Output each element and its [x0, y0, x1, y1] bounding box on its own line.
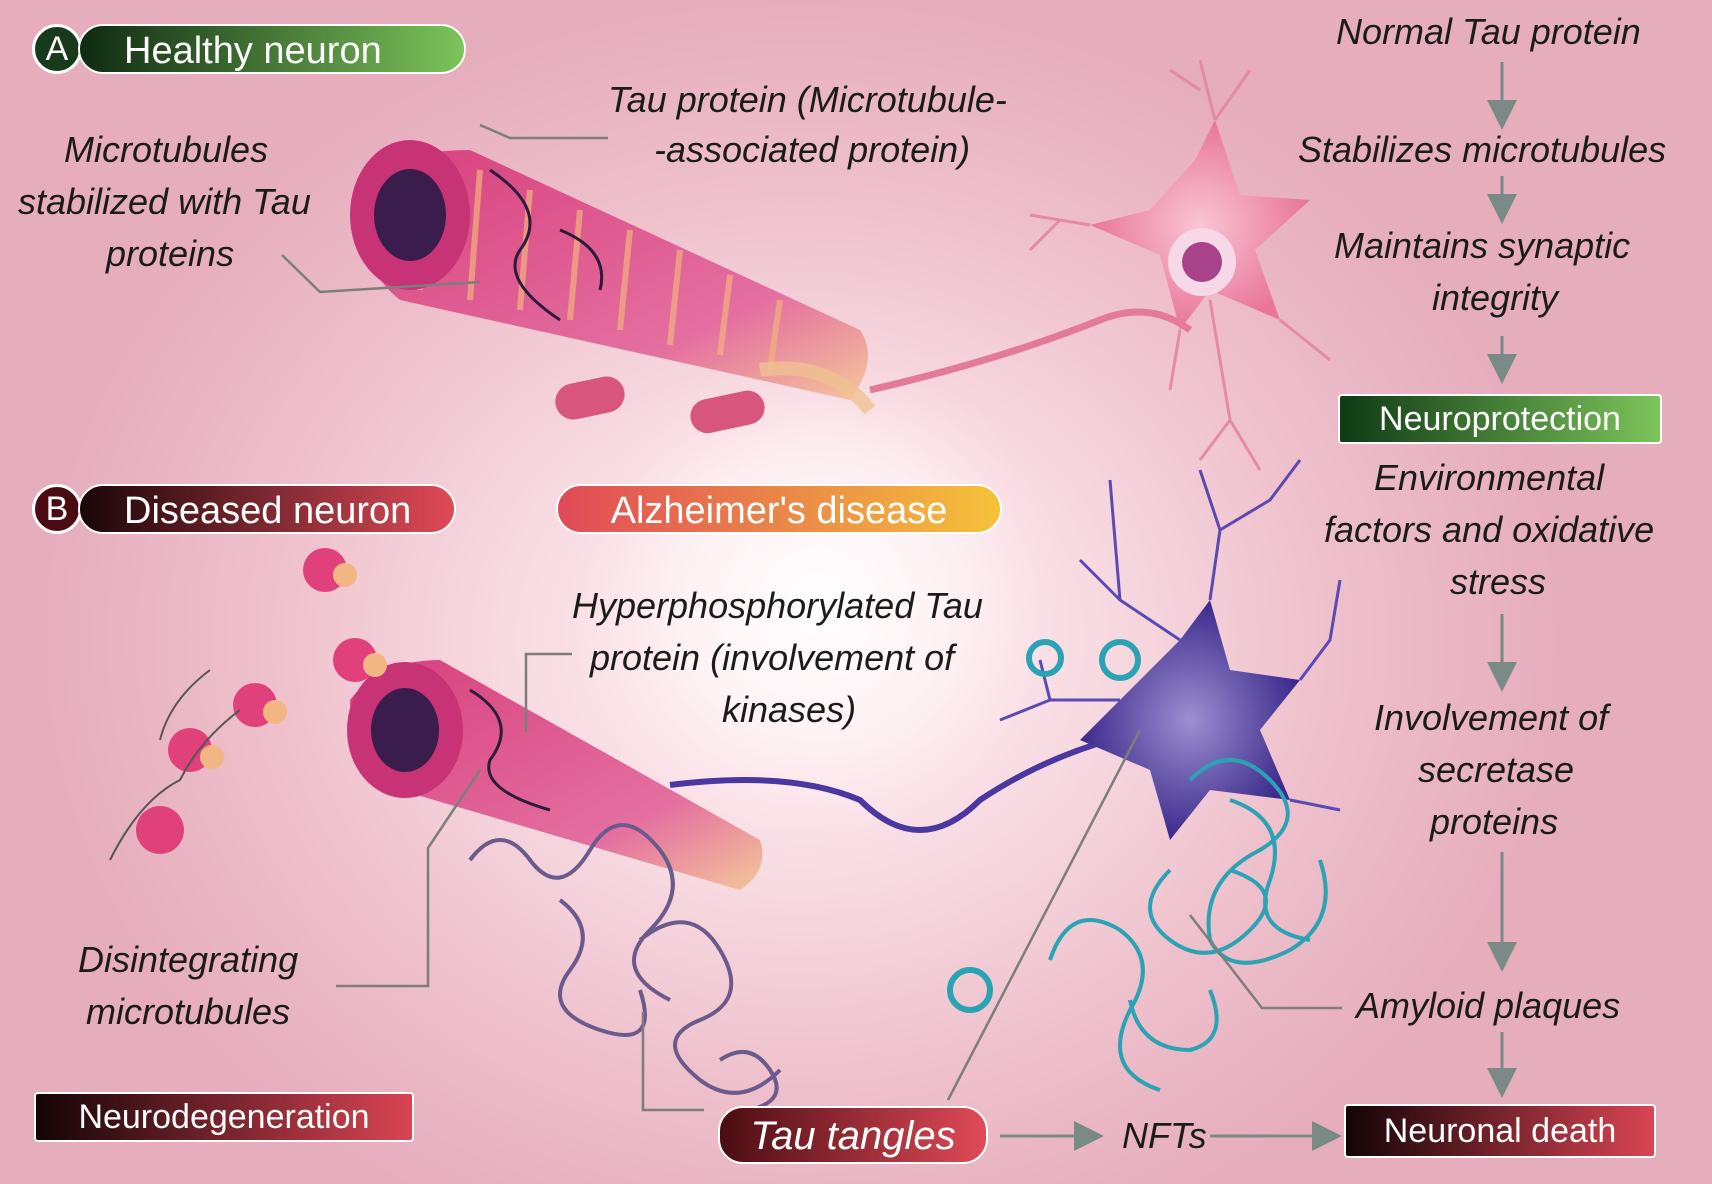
flow-amyloid: Amyloid plaques — [1356, 985, 1621, 1026]
flow-stabilizes: Stabilizes microtubules — [1298, 129, 1667, 170]
disintegrating-label-2: microtubules — [86, 991, 291, 1032]
flow-maintains-1: Maintains synaptic — [1334, 225, 1631, 266]
microtubules-label-2: stabilized with Tau — [18, 181, 311, 222]
hyperphosphorylated-label-3: kinases) — [722, 689, 857, 730]
center-glow — [570, 350, 1070, 850]
tau-tangle-ribbons — [468, 823, 782, 1112]
leader-lines — [281, 123, 1342, 1112]
neurodegeneration-box: Neurodegeneration — [34, 1092, 414, 1142]
flow-maintains-2: integrity — [1432, 277, 1559, 318]
flow-secretase-2: secretase — [1418, 749, 1575, 790]
hyperphosphorylated-label-2: protein (involvement of — [590, 637, 955, 678]
tau-tangles-pill: Tau tangles — [718, 1106, 988, 1164]
flow-secretase-1: Involvement of — [1374, 697, 1609, 738]
tau-protein-label-2: -associated protein) — [654, 129, 971, 170]
neuroprotection-box: Neuroprotection — [1338, 394, 1662, 444]
microtubules-label-1: Microtubules — [64, 129, 269, 170]
panel-b-badge: B — [32, 484, 82, 534]
amyloid-plaques — [947, 639, 1328, 1092]
neuronal-death-box: Neuronal death — [1344, 1104, 1656, 1158]
flow-secretase-3: proteins — [1430, 801, 1559, 842]
disintegrating-label-1: Disintegrating — [78, 939, 299, 980]
flow-env-2: factors and oxidative — [1324, 509, 1655, 550]
hyperphosphorylated-label-1: Hyperphosphorylated Tau — [572, 585, 983, 626]
alzheimers-title: Alzheimer's disease — [556, 484, 1002, 534]
panel-a-title: Healthy neuron — [78, 24, 466, 74]
microtubules-label-3: proteins — [106, 233, 235, 274]
tau-protein-label-1: Tau protein (Microtubule- — [608, 79, 1007, 120]
diseased-neuron — [669, 459, 1342, 840]
flow-env-1: Environmental — [1374, 457, 1605, 498]
panel-a-badge: A — [32, 24, 82, 74]
diseased-microtubule — [109, 548, 763, 890]
flow-normal-tau: Normal Tau protein — [1336, 11, 1641, 52]
panel-b-title: Diseased neuron — [78, 484, 456, 534]
healthy-neuron — [869, 59, 1331, 471]
nfts-label: NFTs — [1122, 1115, 1207, 1156]
flow-env-3: stress — [1450, 561, 1547, 602]
healthy-microtubule — [350, 140, 876, 434]
flow-arrows — [1000, 62, 1517, 1151]
